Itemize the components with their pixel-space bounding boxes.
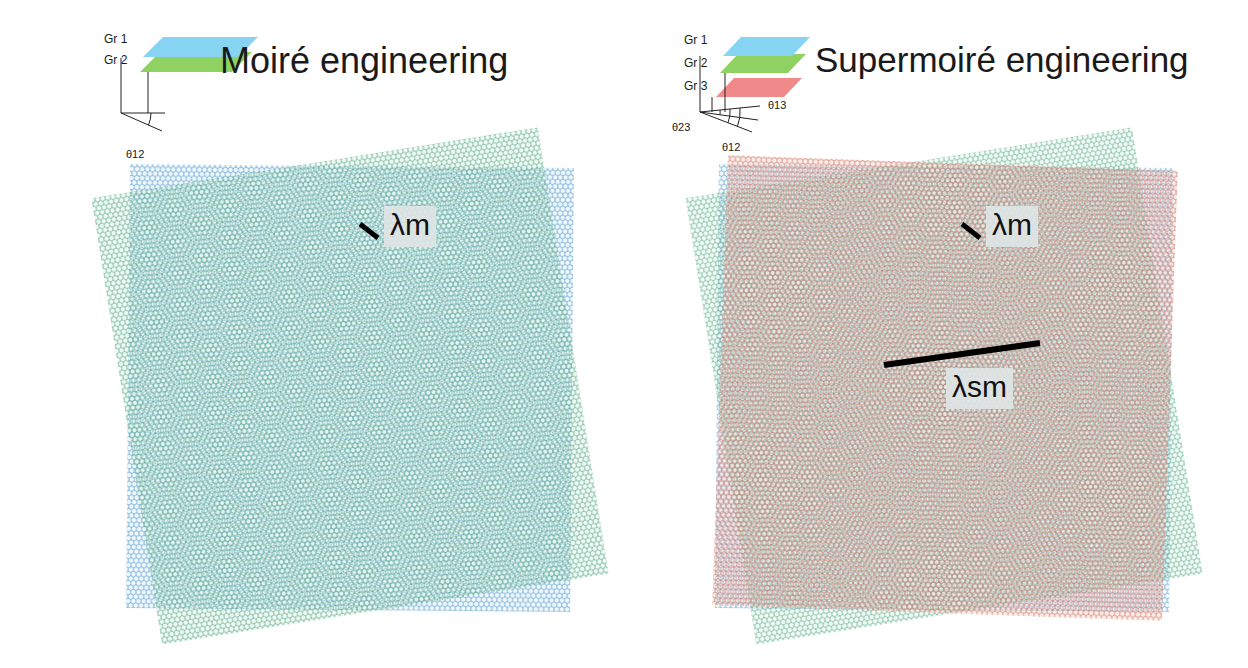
panel-heading: Moiré engineering xyxy=(220,40,508,81)
angle-label: θ12 xyxy=(126,148,144,161)
layer-label: Gr 1 xyxy=(104,33,127,47)
wavelength-label: λm xyxy=(384,206,436,247)
twist-angle-symbol xyxy=(700,56,760,132)
layer-label: Gr 1 xyxy=(684,34,707,48)
layer-label: Gr 2 xyxy=(104,54,127,68)
graphene-layer-icon xyxy=(716,78,802,97)
graphene-lattice xyxy=(685,127,1202,644)
angle-label: θ13 xyxy=(768,99,786,112)
wavelength-bar xyxy=(884,343,1040,365)
graphene-layer-icon xyxy=(723,37,810,56)
twist-angle-symbol xyxy=(121,58,165,131)
layer-label: Gr 2 xyxy=(684,57,707,71)
angle-label: θ12 xyxy=(722,141,740,154)
angle-label: θ23 xyxy=(672,121,690,134)
layer-label: Gr 3 xyxy=(684,80,707,94)
panel-heading: Supermoiré engineering xyxy=(815,40,1189,80)
wavelength-bar xyxy=(962,224,980,238)
graphene-lattice xyxy=(91,127,608,644)
wavelength-label: λsm xyxy=(946,368,1013,409)
wavelength-label: λm xyxy=(986,206,1038,247)
graphene-layer-icon xyxy=(720,54,806,73)
wavelength-bar xyxy=(360,224,378,238)
